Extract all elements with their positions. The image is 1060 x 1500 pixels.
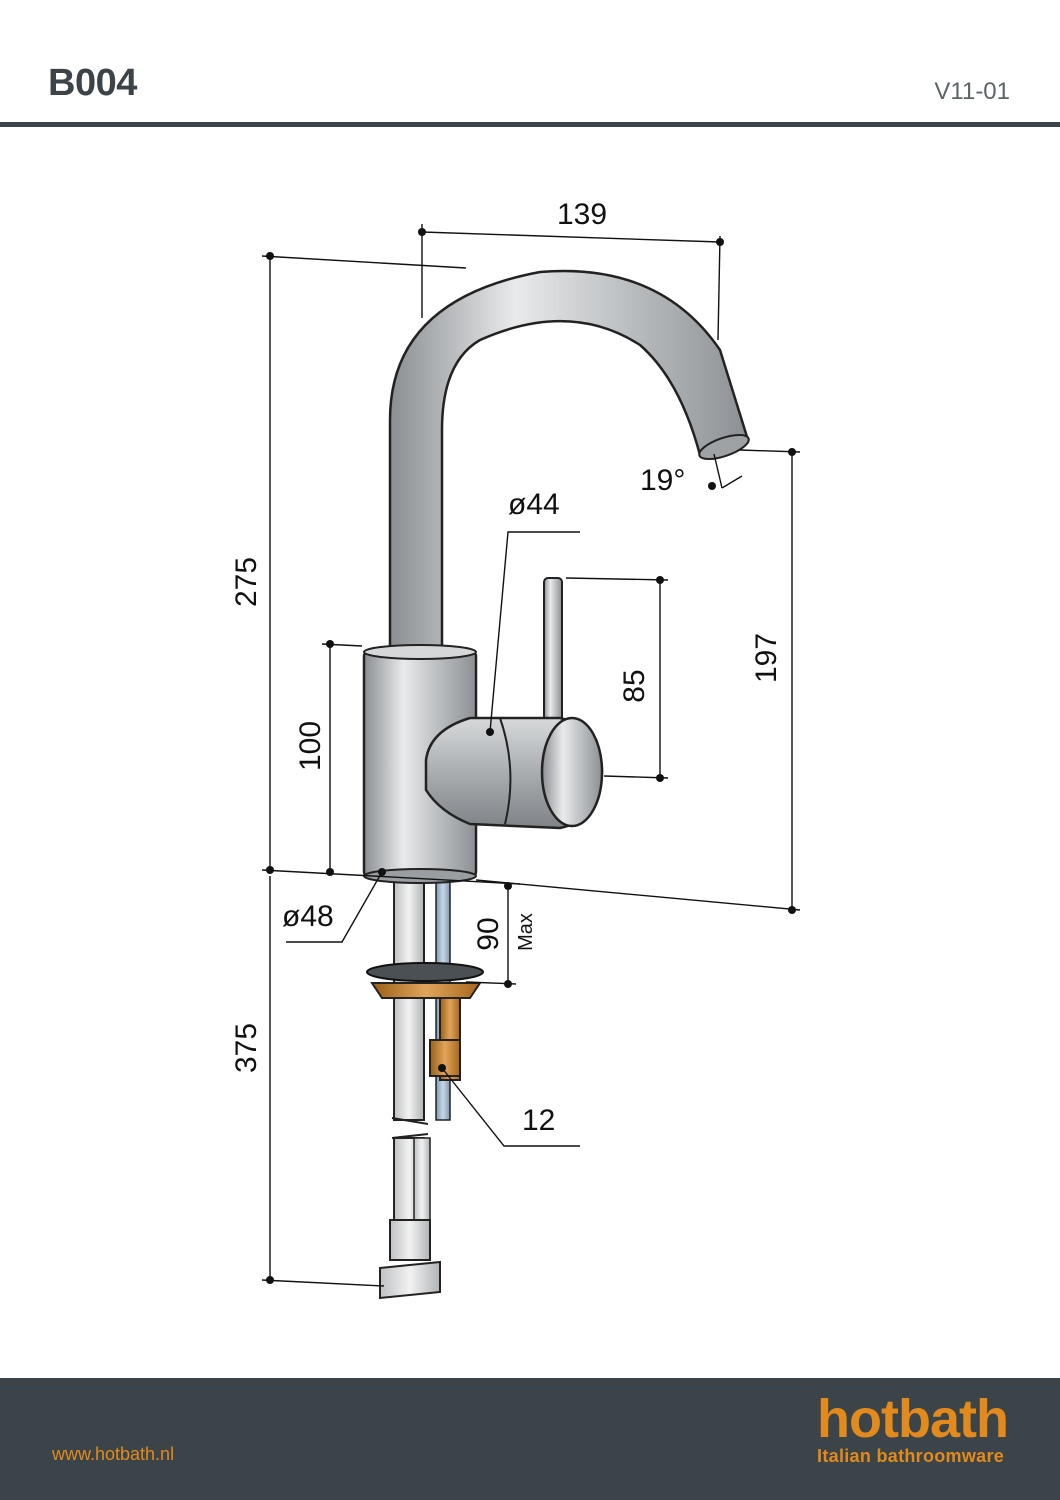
brand-tagline: Italian bathroomware [817, 1446, 1005, 1466]
spout-outlet [698, 433, 750, 461]
dimension-dots [266, 228, 796, 1284]
version-label: V11-01 [934, 78, 1010, 105]
dim-body-diameter: ø48 [282, 900, 334, 933]
mounting-washer [366, 962, 484, 982]
dim-max-label: Max [515, 913, 537, 951]
dim-fixing-rod: 12 [522, 1104, 555, 1137]
dim-spout-reach: 139 [557, 198, 607, 231]
brand-logo: hotbath Italian bathroomware [817, 1388, 1009, 1467]
page-header: B004 V11-01 [0, 0, 1060, 128]
header-divider [0, 122, 1060, 127]
dim-max-deck-thickness: 90 [472, 917, 505, 950]
dim-spout-height: 197 [750, 633, 783, 683]
website-link[interactable]: www.hotbath.nl [52, 1444, 175, 1464]
technical-drawing: 139 275 197 19° ø44 85 100 ø48 90 Max 37… [230, 198, 801, 1300]
faucet [362, 269, 750, 1300]
hose-connector [379, 1260, 441, 1300]
dim-spout-angle: 19° [640, 464, 685, 497]
dim-hose-length: 375 [230, 1023, 263, 1073]
brass-nut [370, 982, 482, 999]
dim-lever-height: 85 [618, 669, 651, 702]
spout [388, 269, 750, 652]
hose-left [393, 879, 425, 1121]
dim-total-height: 275 [230, 557, 263, 607]
lever [543, 577, 563, 729]
brand-name: hotbath [817, 1389, 1009, 1449]
model-title: B004 [48, 62, 137, 104]
dim-handle-diameter: ø44 [508, 488, 560, 521]
page-footer: www.hotbath.nl hotbath Italian bathroomw… [0, 1378, 1060, 1500]
dim-body-height: 100 [294, 721, 327, 771]
